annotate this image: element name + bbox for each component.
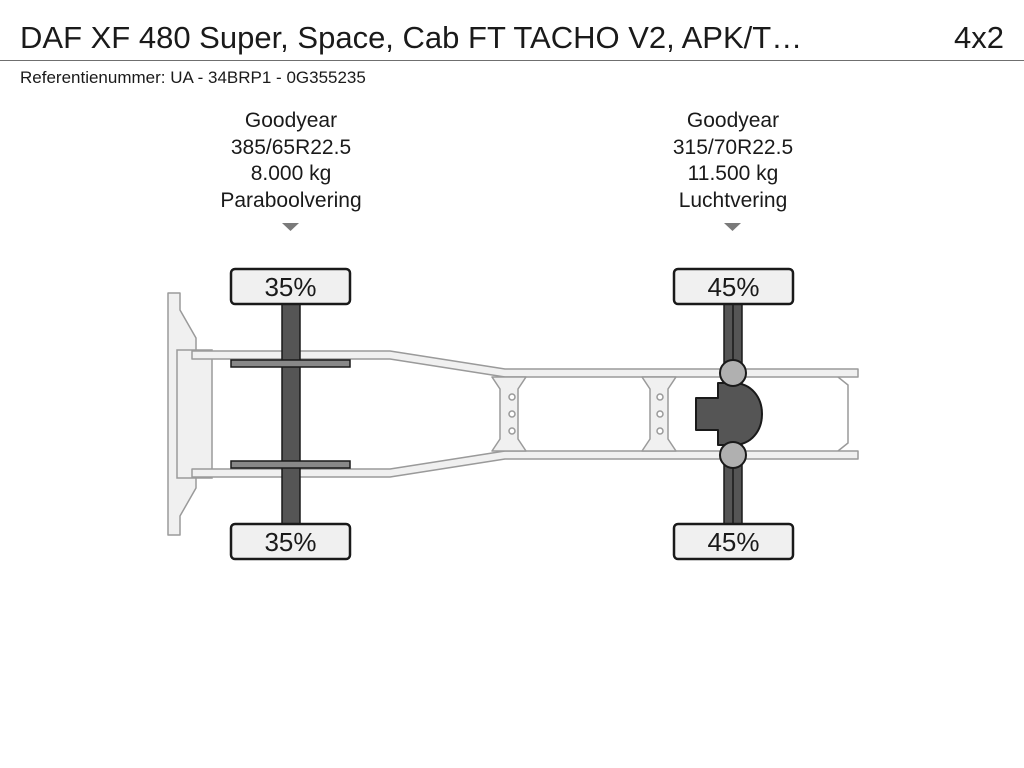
rear-axle-load: 11.500 kg (687, 162, 779, 185)
rear-airbag-bottom (719, 441, 747, 469)
crossmember-2-bolt (656, 427, 664, 435)
front-bottom-tire-percentage: 35% (264, 527, 316, 557)
header-divider (0, 60, 1024, 61)
rear-tire-brand: Goodyear (686, 109, 780, 132)
front-tire-brand: Goodyear (244, 109, 338, 132)
crossmember-2-bolt (656, 393, 664, 401)
rear-differential (695, 382, 763, 446)
rear-top-tire-percentage: 45% (707, 272, 759, 302)
front-top-tire-percentage: 35% (264, 272, 316, 302)
front-axle-beam (281, 303, 301, 527)
rear-airbag-top (719, 359, 747, 387)
front-top-tire-label: 35% (229, 267, 352, 306)
rear-bottom-tire-percentage: 45% (707, 527, 759, 557)
front-leaf-spring-bottom (230, 460, 351, 469)
frame-rail-bottom (191, 450, 859, 478)
crossmember-2-bolt (656, 410, 664, 418)
rear-bottom-tire-label: 45% (672, 522, 795, 561)
front-tire-size: 385/65R22.5 (230, 135, 352, 159)
rear-suspension: Luchtvering (678, 188, 788, 212)
front-leaf-spring-top (230, 359, 351, 368)
crossmember-1-bolt (508, 410, 516, 418)
axle-config-label: 4x2 (954, 20, 1004, 55)
front-axle-info: Goodyear 385/65R22.5 8.000 kg Paraboolve… (176, 108, 406, 214)
rear-top-tire-label: 45% (672, 267, 795, 306)
front-crossmember (176, 349, 213, 479)
front-bottom-tire-label: 35% (229, 522, 352, 561)
rear-axle-info: Goodyear 315/70R22.5 11.500 kg Luchtveri… (618, 108, 848, 214)
frame-rear-bracket (837, 376, 849, 452)
front-axle-marker-icon (282, 223, 299, 231)
frame-rail-top (191, 350, 859, 378)
rear-axle-marker-icon (724, 223, 741, 231)
front-suspension: Paraboolvering (220, 188, 362, 212)
crossmember-1-bolt (508, 427, 516, 435)
reference-number: Referentienummer: UA - 34BRP1 - 0G355235 (20, 68, 366, 87)
front-axle-load: 8.000 kg (250, 162, 332, 185)
rear-tire-size: 315/70R22.5 (672, 135, 794, 159)
crossmember-1-bolt (508, 393, 516, 401)
